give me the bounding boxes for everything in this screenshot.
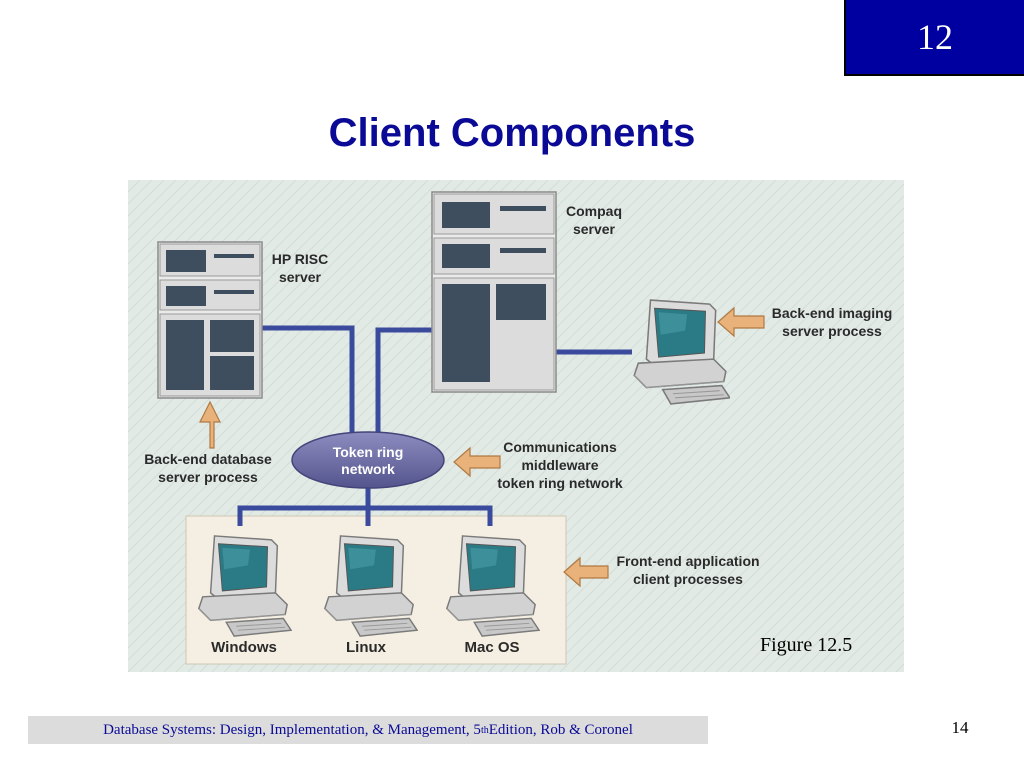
hp-risc-server-icon (157, 241, 263, 399)
frontend-label-line2: client processes (633, 571, 743, 587)
arrow-left-icon (717, 306, 765, 338)
token-ring-network-oval (291, 431, 445, 489)
network-label-line1: Token ring (333, 444, 404, 460)
network-diagram: HP RISC server Compaq server Back-end im… (128, 180, 904, 672)
hp-risc-label-line2: server (279, 269, 322, 285)
middleware-label-line3: token ring network (497, 475, 622, 491)
footer-text: Database Systems: Design, Implementation… (103, 721, 481, 738)
network-label-line2: network (341, 461, 395, 477)
footer-citation: Database Systems: Design, Implementation… (28, 716, 708, 744)
arrow-left-icon (563, 556, 609, 588)
middleware-label-line2: middleware (521, 457, 598, 473)
imaging-label-line2: server process (782, 323, 882, 339)
figure-caption: Figure 12.5 (760, 634, 853, 656)
imaging-label-line1: Back-end imaging (772, 305, 893, 321)
client-label-windows: Windows (211, 639, 277, 656)
chapter-badge: 12 (844, 0, 1024, 76)
footer-text-end: Edition, Rob & Coronel (488, 721, 633, 738)
client-label-linux: Linux (346, 639, 387, 656)
page-number: 14 (951, 718, 969, 737)
compaq-server-icon (431, 191, 557, 393)
client-label-macos: Mac OS (464, 639, 519, 656)
compaq-label-line1: Compaq (566, 203, 622, 219)
arrow-left-icon (453, 446, 501, 478)
database-label-line2: server process (158, 469, 258, 485)
slide-title: Client Components (328, 111, 696, 155)
middleware-label-line1: Communications (503, 439, 617, 455)
network-cables (237, 325, 632, 526)
database-label-line1: Back-end database (144, 451, 272, 467)
frontend-label-line1: Front-end application (616, 553, 759, 569)
arrow-up-icon (199, 400, 221, 449)
hp-risc-label-line1: HP RISC (272, 251, 329, 267)
footer-superscript: th (480, 724, 489, 736)
compaq-label-line2: server (573, 221, 616, 237)
